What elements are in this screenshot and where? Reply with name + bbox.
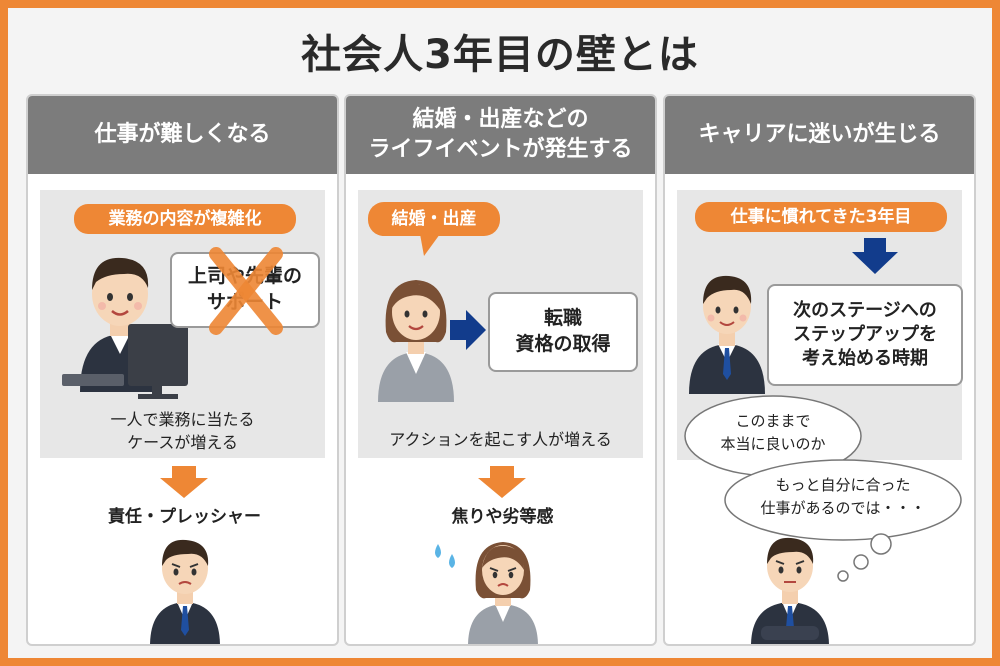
callout-line: 上司や先輩の: [187, 265, 302, 288]
panel-header-text: ライフイベントが発生する: [368, 137, 633, 162]
panel-header: キャリアに迷いが生じる: [665, 96, 974, 174]
next-stage-callout: 次のステージへの ステップアップを 考え始める時期: [767, 284, 963, 386]
callout-line: 資格の取得: [515, 333, 611, 355]
caption-line: 一人で業務に当たる: [110, 410, 255, 429]
thought-bubble-1: このままで 本当に良いのか: [693, 410, 853, 455]
panel-header: 仕事が難しくなる: [28, 96, 337, 174]
thought-line: もっと自分に合った: [775, 476, 911, 494]
tag-label: 仕事に慣れてきた3年目: [695, 202, 947, 232]
scenario-caption: アクションを起こす人が増える: [389, 430, 612, 449]
worried-man-illustration: [150, 539, 220, 644]
panel-work-harder: 仕事が難しくなる 業務の内容が複雑化 上司や先輩の サポート 一人で業務に当たる…: [26, 94, 339, 646]
panel-life-events: 結婚・出産などの ライフイベントが発生する 結婚・出産 転職 資格の取得 アクシ…: [344, 94, 657, 646]
smiling-woman-illustration: [378, 280, 454, 402]
thought-bubble-2: もっと自分に合った 仕事があるのでは・・・: [737, 474, 949, 519]
panel-career-doubt: キャリアに迷いが生じる 仕事に慣れてきた3年目 次のステージへの ステップアップ…: [663, 94, 976, 646]
worried-woman-illustration: [468, 542, 538, 644]
down-arrow-icon: [160, 466, 208, 498]
sweat-drops-icon: [435, 544, 455, 568]
man-at-computer-illustration: [62, 257, 188, 399]
right-arrow-icon: [450, 310, 486, 350]
action-callout: 転職 資格の取得: [488, 292, 638, 372]
result-label: 責任・プレッシャー: [108, 507, 261, 527]
result-label: 焦りや劣等感: [451, 507, 554, 527]
callout-line: 考え始める時期: [802, 348, 928, 370]
tag-label: 業務の内容が複雑化: [74, 204, 296, 234]
down-arrow-icon: [478, 466, 526, 498]
caption-line: ケースが増える: [127, 433, 238, 453]
panel-header-text: キャリアに迷いが生じる: [698, 122, 941, 148]
page-title: 社会人3年目の壁とは: [301, 32, 699, 78]
callout-line: ステップアップを: [793, 323, 937, 345]
panel-header-text: 結婚・出産などの: [412, 107, 589, 133]
callout-line: 次のステージへの: [793, 299, 937, 321]
panel-header: 結婚・出産などの ライフイベントが発生する: [346, 96, 655, 174]
cross-mark-icon: [209, 247, 283, 335]
thought-bubble-shapes: [684, 395, 962, 582]
thought-line: 仕事があるのでは・・・: [760, 498, 926, 517]
speech-tail-icon: [420, 234, 440, 256]
troubled-man-illustration: [751, 537, 829, 644]
tag-label: 結婚・出産: [368, 202, 500, 236]
businessman-illustration: [689, 275, 765, 394]
down-arrow-icon: [852, 238, 898, 274]
panel-header-text: 仕事が難しくなる: [94, 122, 271, 148]
callout-line: 転職: [543, 307, 582, 330]
thought-line: 本当に良いのか: [720, 434, 826, 453]
scenario-caption: 一人で業務に当たる ケースが増える: [40, 408, 325, 454]
thought-line: このままで: [735, 412, 811, 430]
